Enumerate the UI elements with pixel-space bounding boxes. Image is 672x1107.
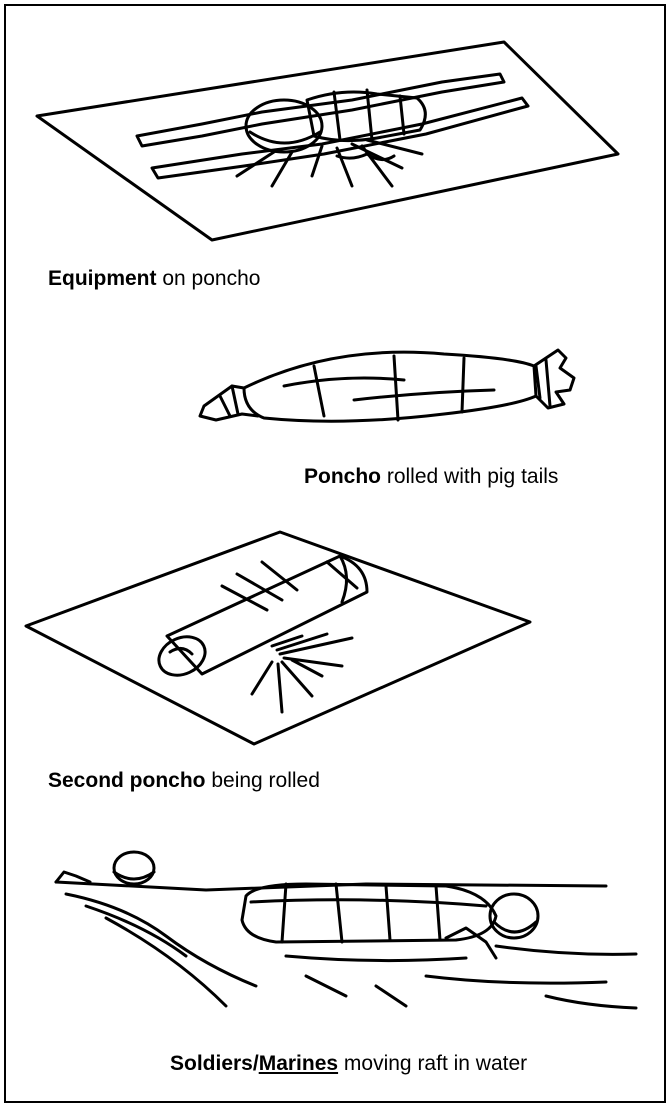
caption-second-poncho-rest: being rolled <box>206 769 320 792</box>
caption-equipment-bold: Equipment <box>48 267 157 290</box>
caption-equipment-rest: on poncho <box>157 267 261 290</box>
caption-raft-rest: moving raft in water <box>338 1052 527 1075</box>
caption-second-poncho: Second poncho being rolled <box>48 768 320 793</box>
figure-frame: Equipment on poncho Poncho rolled with p… <box>4 4 666 1103</box>
caption-second-poncho-bold: Second poncho <box>48 769 206 792</box>
caption-poncho-rolled: Poncho rolled with pig tails <box>304 464 558 489</box>
caption-poncho-rolled-rest: rolled with pig tails <box>381 465 558 488</box>
second-poncho-illustration <box>22 526 542 751</box>
caption-raft-bold: Soldiers/ <box>170 1052 259 1075</box>
roll-cylinder <box>167 556 367 674</box>
caption-equipment: Equipment on poncho <box>48 266 260 291</box>
caption-poncho-rolled-bold: Poncho <box>304 465 381 488</box>
rear-soldier-arm <box>446 928 496 958</box>
equipment-on-poncho-illustration <box>22 36 637 251</box>
caption-raft-underlined: Marines <box>259 1052 338 1075</box>
poncho-sheet-1 <box>37 42 618 240</box>
caption-raft: Soldiers/Marines moving raft in water <box>170 1051 527 1076</box>
poncho-sheet-2 <box>26 532 530 744</box>
raft-in-water-illustration <box>46 846 646 1026</box>
front-soldier-hand <box>56 872 90 882</box>
poncho-rolled-illustration <box>194 336 584 446</box>
